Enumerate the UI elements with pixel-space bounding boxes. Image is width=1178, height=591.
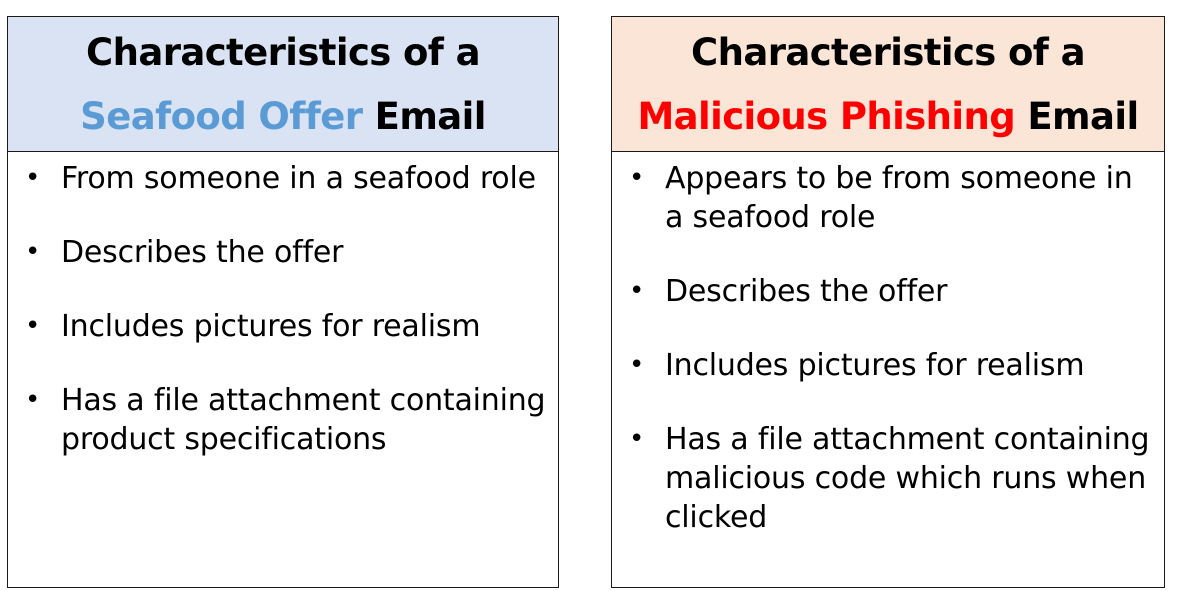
- bullet-text: Appears to be from someone in a seafood …: [665, 161, 1133, 235]
- list-item: • From someone in a seafood role: [8, 159, 558, 198]
- list-item: • Includes pictures for realism: [612, 346, 1164, 385]
- seafood-offer-title-tail: Email: [362, 95, 487, 138]
- bullet-dot-icon: •: [629, 276, 645, 306]
- bullet-dot-icon: •: [25, 237, 41, 267]
- bullet-text: Has a file attachment containing product…: [61, 383, 546, 457]
- phishing-bullet-list: • Appears to be from someone in a seafood…: [612, 152, 1164, 537]
- bullet-dot-icon: •: [25, 163, 41, 193]
- list-item: • Describes the offer: [8, 233, 558, 272]
- list-item: • Has a file attachment containing produc…: [8, 381, 558, 459]
- list-item: • Includes pictures for realism: [8, 307, 558, 346]
- phishing-highlight: Malicious Phishing: [637, 95, 1016, 138]
- seafood-offer-title-line1: Characteristics of a: [86, 31, 481, 74]
- phishing-title-line1: Characteristics of a: [691, 31, 1086, 74]
- seafood-offer-header: Characteristics of a Seafood Offer Email: [8, 17, 558, 152]
- bullet-dot-icon: •: [629, 424, 645, 454]
- bullet-text: Includes pictures for realism: [61, 309, 481, 344]
- bullet-dot-icon: •: [25, 385, 41, 415]
- seafood-offer-highlight: Seafood Offer: [80, 95, 363, 138]
- phishing-title-line2: Malicious Phishing Email: [612, 85, 1164, 149]
- bullet-text: Describes the offer: [61, 235, 344, 270]
- bullet-dot-icon: •: [629, 350, 645, 380]
- bullet-text: Includes pictures for realism: [665, 348, 1085, 383]
- phishing-title-tail: Email: [1015, 95, 1139, 138]
- phishing-header: Characteristics of a Malicious Phishing …: [612, 17, 1164, 152]
- bullet-text: From someone in a seafood role: [61, 161, 536, 196]
- seafood-offer-title-line2: Seafood Offer Email: [8, 85, 558, 149]
- list-item: • Has a file attachment containing malici…: [612, 420, 1164, 537]
- bullet-text: Has a file attachment containing malicio…: [665, 422, 1150, 535]
- bullet-dot-icon: •: [25, 311, 41, 341]
- phishing-panel: Characteristics of a Malicious Phishing …: [611, 16, 1165, 588]
- list-item: • Describes the offer: [612, 272, 1164, 311]
- bullet-dot-icon: •: [629, 163, 645, 193]
- bullet-text: Describes the offer: [665, 274, 948, 309]
- seafood-offer-bullet-list: • From someone in a seafood role • Describ…: [8, 152, 558, 459]
- list-item: • Appears to be from someone in a seafood…: [612, 159, 1164, 237]
- seafood-offer-panel: Characteristics of a Seafood Offer Email…: [7, 16, 559, 588]
